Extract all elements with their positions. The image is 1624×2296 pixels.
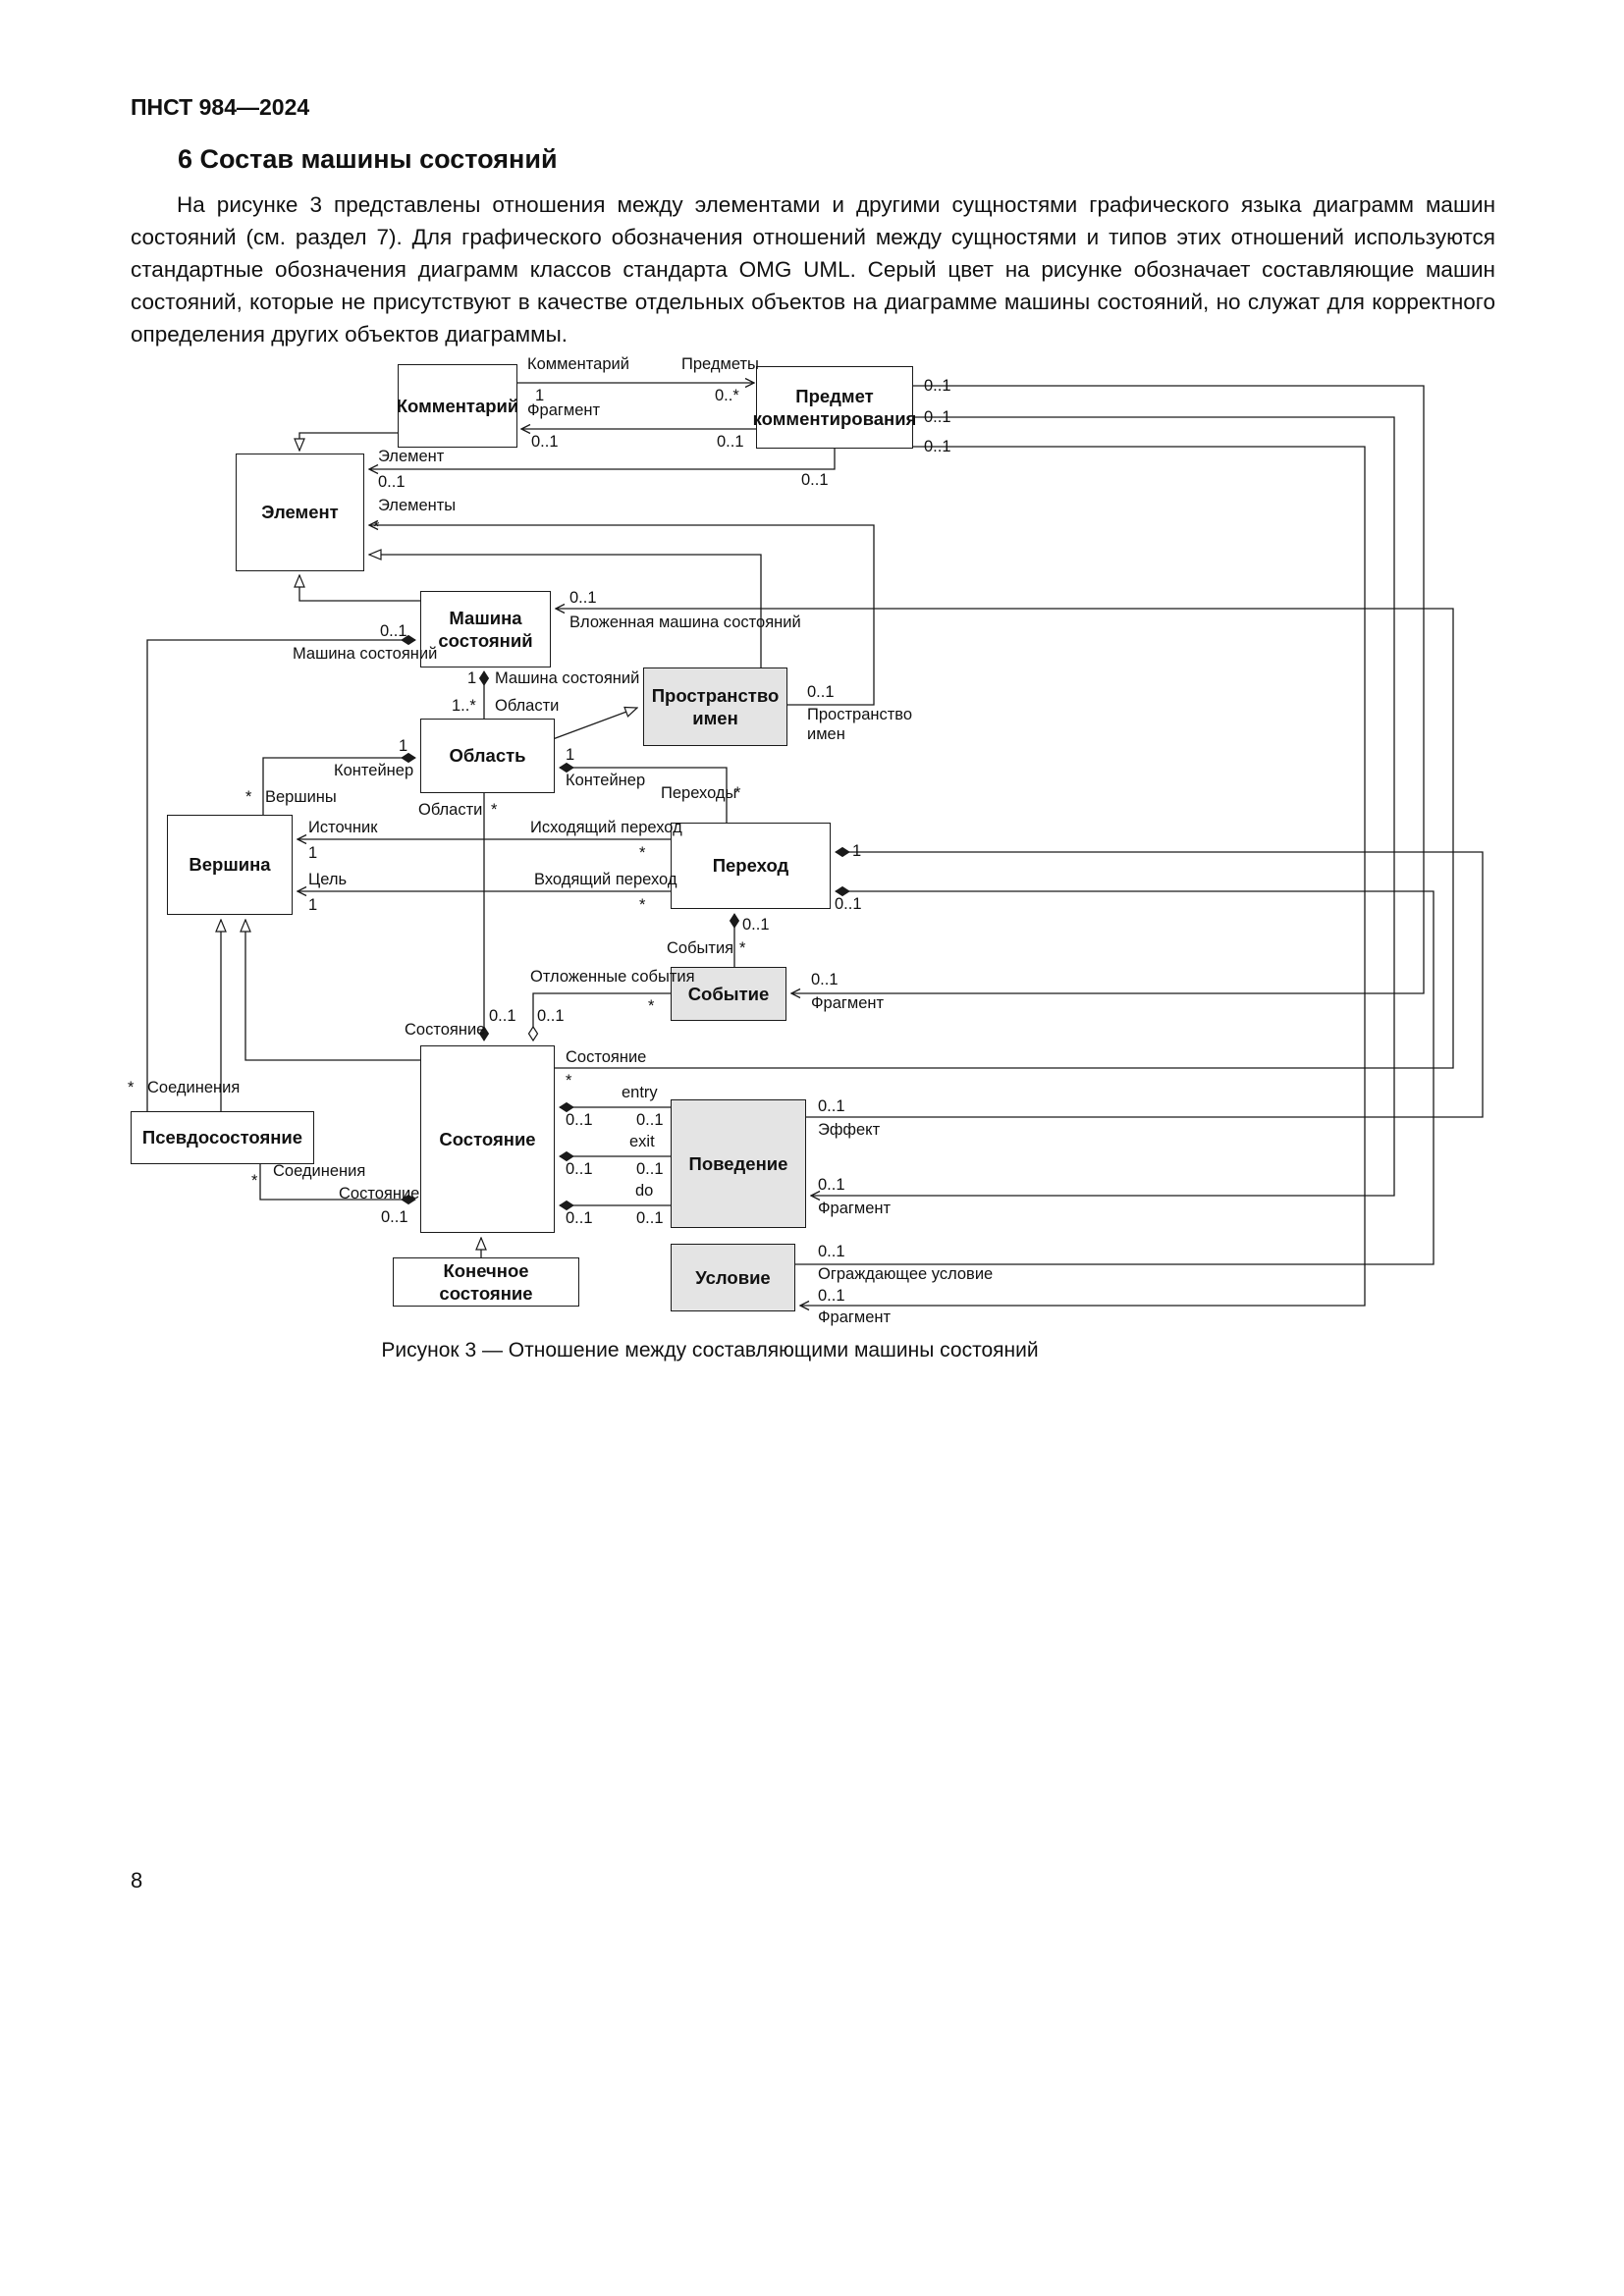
class-box-behavior: Поведение xyxy=(671,1099,806,1228)
edge-subject-event-fragment xyxy=(791,385,1425,993)
class-box-state-machine: Машина состояний xyxy=(420,591,551,667)
edge-region-transitions xyxy=(559,762,728,823)
class-box-transition: Переход xyxy=(671,823,831,909)
gen-comment-element xyxy=(299,432,398,451)
class-box-comment-subject: Предмет комментирования xyxy=(753,366,916,449)
body-paragraph: На рисунке 3 представлены отношения межд… xyxy=(131,192,1495,347)
class-box-namespace: Пространство имен xyxy=(643,667,787,746)
edge-state-submachine xyxy=(555,609,1454,1069)
gen-state-vertex xyxy=(245,920,420,1061)
edge-region-vertices xyxy=(262,752,416,815)
class-box-condition: Условие xyxy=(671,1244,795,1311)
class-box-comment: Комментарий xyxy=(397,364,518,448)
edge-state-connection-points xyxy=(259,1164,416,1205)
gen-statemachine-element xyxy=(299,575,420,602)
class-box-pseudostate: Псевдосостояние xyxy=(131,1111,314,1164)
gen-region-namespace xyxy=(552,708,637,740)
figure-caption: Рисунок 3 — Отношение между составляющим… xyxy=(381,1339,1039,1362)
class-box-event: Событие xyxy=(671,967,786,1021)
page-header: ПНСТ 984—2024 xyxy=(131,94,310,120)
class-box-vertex: Вершина xyxy=(167,815,293,915)
edge-subject-condition-fragment xyxy=(800,446,1366,1306)
page-number: 8 xyxy=(131,1868,143,1893)
edge-subject-element xyxy=(369,449,836,469)
gen-namespace-element xyxy=(369,555,762,667)
class-box-final-state: Конечное состояние xyxy=(393,1257,579,1307)
class-box-region: Область xyxy=(420,719,555,793)
section-title: 6 Состав машины состояний xyxy=(178,144,558,174)
edge-namespace-elements xyxy=(369,525,875,706)
class-box-state: Состояние xyxy=(420,1045,555,1233)
class-box-element: Элемент xyxy=(236,454,364,571)
edge-transition-guard xyxy=(795,885,1435,1265)
edge-subject-behavior-fragment xyxy=(811,416,1395,1196)
edge-state-deferred-events xyxy=(533,992,671,1041)
edge-statemachine-connection-points xyxy=(146,634,416,1111)
edge-transition-effect xyxy=(806,846,1484,1118)
